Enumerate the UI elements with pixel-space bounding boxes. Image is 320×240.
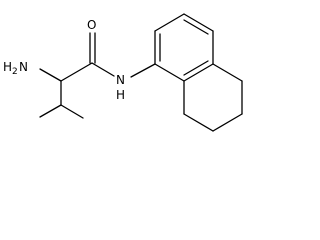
ring-bond-5-inner — [183, 60, 209, 76]
bond-alpha-amine — [39, 68, 62, 82]
bond-alpha-carbonyl — [60, 62, 93, 82]
sat-bond-3 — [212, 113, 243, 132]
bond-carbonyl-amide-n — [91, 62, 115, 77]
sat-bond-1 — [212, 63, 243, 82]
sat-bond-4 — [183, 113, 214, 132]
structure-canvas: H 2 N O N H — [3, 13, 243, 132]
carbonyl-oxygen-label: O — [87, 18, 96, 32]
ring-bond-5 — [183, 63, 214, 82]
ring-bond-3 — [183, 13, 214, 32]
amide-h-label: H — [116, 88, 125, 102]
ring-bond-3-inner — [183, 19, 209, 35]
amine-h-label: H — [3, 60, 12, 74]
bond-methyl-left — [39, 104, 62, 118]
ring-bond-2 — [154, 13, 185, 32]
bond-methyl-right — [60, 104, 84, 119]
bond-amide-n-ring — [130, 63, 156, 78]
amine-n-label: N — [19, 60, 28, 74]
ring-bond-6 — [154, 63, 185, 82]
molecule-drawing: H 2 N O N H — [3, 13, 243, 132]
amide-n-label: N — [116, 73, 125, 87]
amine-subscript-label: 2 — [12, 67, 18, 77]
